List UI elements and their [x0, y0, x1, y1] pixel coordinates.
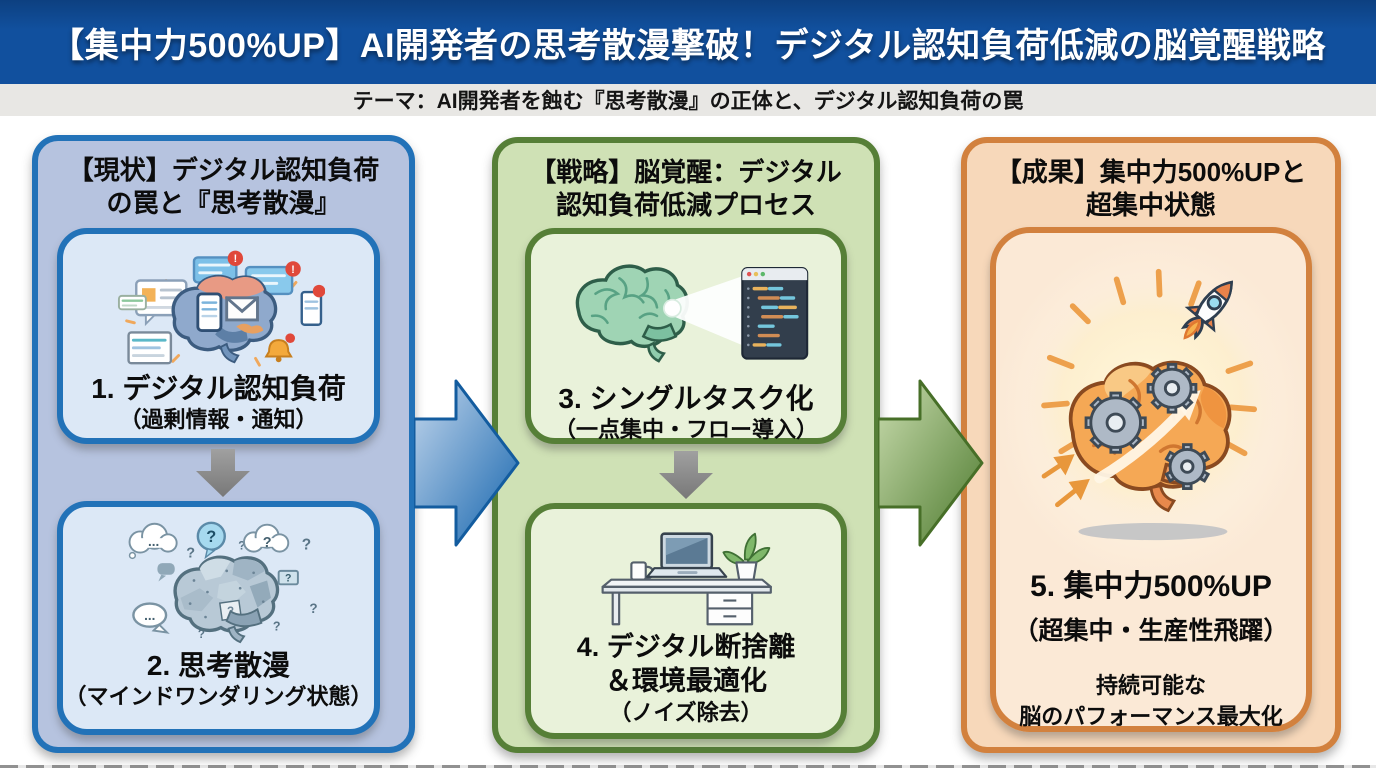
panel-result-title-line2: 超集中状態 — [1085, 190, 1216, 221]
step-1-sublabel: （過剰情報・通知） — [119, 407, 318, 433]
step-1-label: 1. デジタル認知負荷 — [91, 373, 346, 404]
svg-text:?: ? — [197, 629, 204, 641]
step-5-sublabel: （超集中・生産性飛躍） — [1013, 617, 1289, 645]
step-box-single-task: 3. シングルタスク化 （一点集中・フロー導入） — [525, 228, 847, 444]
step-4-label-line2: ＆環境最適化 — [605, 666, 767, 697]
awakened-brain-icon — [1017, 245, 1285, 543]
step-4-sublabel: （ノイズ除去） — [609, 700, 763, 726]
clean-desk-icon — [578, 515, 794, 630]
panel-current-title-line1: 【現状】デジタル認知負荷 — [67, 155, 380, 185]
header-banner: 【集中力500%UP】AI開発者の思考散漫撃破！デジタル認知負荷低減の脳覚醒戦略 — [0, 0, 1376, 84]
panel-strategy: 【戦略】脳覚醒：デジタル 認知負荷低減プロセス — [492, 137, 880, 753]
step-box-digital-load: ! ! — [57, 228, 380, 444]
svg-text:?: ? — [301, 537, 310, 554]
wandering-brain-icon: ?? ?? ?? ? ... ? — [113, 517, 325, 644]
svg-text:...: ... — [147, 534, 158, 549]
step-box-focus-up: 5. 集中力500%UP （超集中・生産性飛躍） 持続可能な 脳のパフォーマンス… — [990, 227, 1312, 732]
step-5-label: 5. 集中力500%UP — [1030, 570, 1272, 603]
page-title: 【集中力500%UP】AI開発者の思考散漫撃破！デジタル認知負荷低減の脳覚醒戦略 — [50, 26, 1326, 65]
svg-text:!: ! — [233, 253, 237, 265]
panel-current-state: 【現状】デジタル認知負荷 の罠と『思考散漫』 — [32, 135, 415, 753]
panel-strategy-title: 【戦略】脳覚醒：デジタル 認知負荷低減プロセス — [502, 156, 870, 223]
svg-text:?: ? — [309, 601, 317, 616]
panel-result-title: 【成果】集中力500%UPと 超集中状態 — [971, 156, 1331, 223]
panel-strategy-title-line2: 認知負荷低減プロセス — [555, 190, 816, 221]
svg-text:?: ? — [285, 572, 291, 584]
step-5-note: 持続可能な 脳のパフォーマンス最大化 — [1019, 671, 1283, 733]
panel-current-title: 【現状】デジタル認知負荷 の罠と『思考散漫』 — [42, 154, 405, 221]
step-box-mind-wandering: ?? ?? ?? ? ... ? — [57, 501, 380, 735]
overloaded-brain-icon: ! ! — [113, 242, 325, 369]
theme-text: テーマ：AI開発者を蝕む『思考散漫』の正体と、デジタル認知負荷の罠 — [352, 90, 1024, 113]
panel-result: 【成果】集中力500%UPと 超集中状態 — [961, 137, 1341, 753]
panel-current-title-line2: の罠と『思考散漫』 — [106, 188, 341, 219]
step-4-label: 4. デジタル断捨離 — [576, 632, 796, 662]
step-3-label: 3. シングルタスク化 — [558, 383, 814, 414]
bottom-border-line — [0, 765, 1376, 768]
step-5-note-line2: 脳のパフォーマンス最大化 — [1019, 703, 1283, 729]
svg-text:?: ? — [262, 535, 271, 551]
flow-arrow-green-icon — [876, 372, 984, 554]
step-5-note-line1: 持続可能な — [1095, 673, 1206, 698]
down-arrow-icon — [655, 451, 717, 501]
flow-arrow-blue-icon — [412, 372, 520, 554]
diagram-canvas: 【現状】デジタル認知負荷 の罠と『思考散漫』 — [0, 116, 1376, 768]
panel-result-title-line1: 【成果】集中力500%UPと — [995, 157, 1307, 187]
step-2-sublabel: （マインドワンダリング状態） — [64, 684, 373, 710]
svg-text:!: ! — [291, 264, 295, 276]
svg-text:?: ? — [206, 528, 216, 546]
step-box-digital-declutter: 4. デジタル断捨離 ＆環境最適化 （ノイズ除去） — [525, 503, 847, 739]
panel-strategy-title-line1: 【戦略】脳覚醒：デジタル — [530, 157, 842, 187]
svg-text:...: ... — [144, 608, 155, 623]
svg-text:?: ? — [186, 545, 195, 561]
svg-text:?: ? — [238, 541, 245, 553]
theme-bar: テーマ：AI開発者を蝕む『思考散漫』の正体と、デジタル認知負荷の罠 — [0, 84, 1376, 116]
down-arrow-icon — [192, 449, 254, 499]
svg-text:?: ? — [272, 620, 280, 634]
step-2-label: 2. 思考散漫 — [146, 650, 291, 681]
step-3-sublabel: （一点集中・フロー導入） — [553, 417, 818, 443]
focus-beam-brain-icon — [558, 244, 814, 381]
